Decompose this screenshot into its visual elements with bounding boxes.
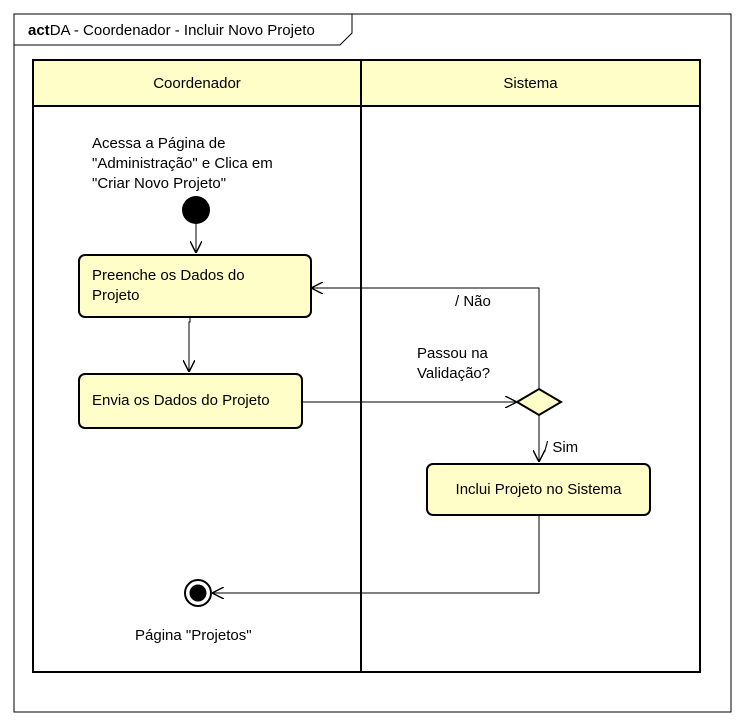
swimlane-container [32, 59, 701, 673]
diagram-title-keyword: act [28, 22, 50, 39]
diagram-title: actDA - Coordenador - Incluir Novo Proje… [28, 21, 315, 41]
guard-yes-label: / Sim [544, 439, 579, 456]
end-note: Página "Projetos" [135, 627, 252, 644]
flow-include-to-final [212, 515, 540, 593]
flow-fill-to-send [189, 318, 190, 372]
action-send-data-box [78, 373, 303, 429]
flow-decision-no [311, 288, 540, 389]
action-fill-data-label: Preenche os Dados do Projeto [92, 267, 245, 304]
diagram-title-name: DA - Coordenador - Incluir Novo Projeto [49, 22, 315, 39]
diagram-title-tab [14, 14, 353, 46]
guard-no-label: / Não [455, 293, 491, 310]
lane-header-coordenador-bg [34, 61, 360, 105]
lane-header-sistema-bg [362, 61, 699, 105]
initial-node [182, 196, 210, 224]
start-note: Acessa a Página de "Administração" e Cli… [92, 135, 273, 192]
action-send-data-label: Envia os Dados do Projeto [92, 392, 270, 409]
action-include-project-label: Inclui Projeto no Sistema [455, 480, 622, 498]
lane-header-coordenador: Coordenador [153, 74, 241, 92]
final-node-inner [189, 584, 207, 602]
decision-node [515, 387, 563, 417]
lane-header-sistema: Sistema [503, 74, 558, 92]
decision-question: Passou na Validação? [417, 345, 491, 382]
diagram-frame [13, 13, 732, 713]
